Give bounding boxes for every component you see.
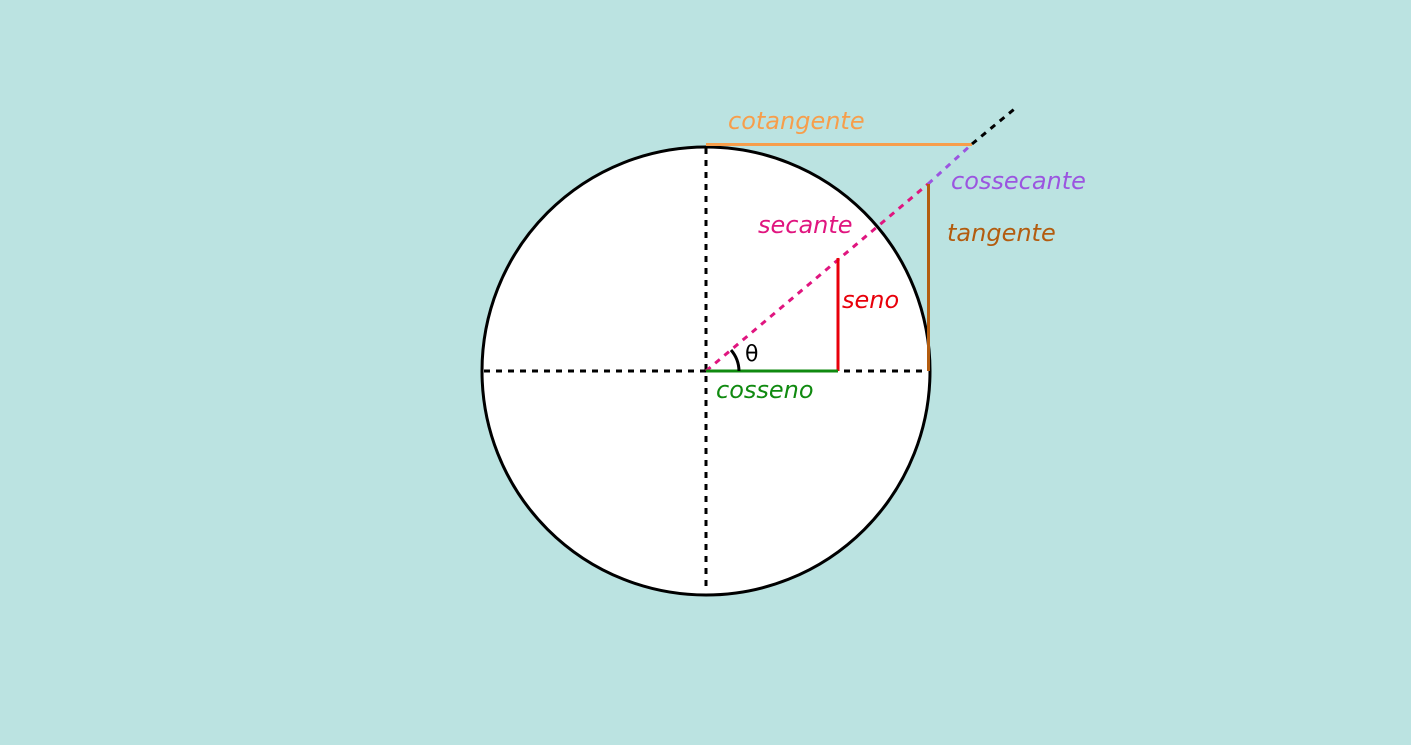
cosecant-label: cossecante (951, 167, 1086, 195)
cosecant-segment (926, 142, 974, 186)
tangent-label: tangente (947, 219, 1056, 247)
cotangent-label: cotangente (728, 107, 865, 135)
sine-label: seno (842, 286, 899, 314)
angle-theta-label: θ (745, 342, 758, 367)
secant-label: secante (758, 211, 853, 239)
secant-segment (705, 182, 929, 373)
cosine-label: cosseno (716, 376, 814, 404)
ray-extension-dotted (971, 104, 1019, 146)
angle-arc-icon (729, 349, 741, 372)
